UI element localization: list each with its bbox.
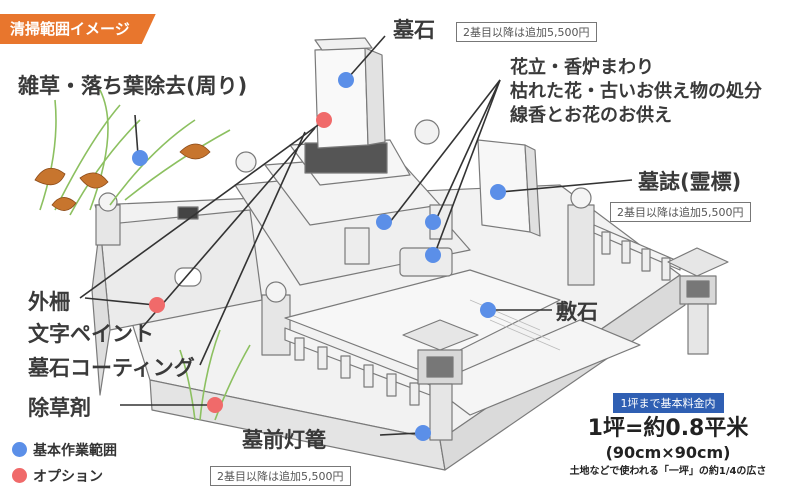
marker-epitaph bbox=[490, 184, 506, 200]
badge-lantern-price: 2基目以降は追加5,500円 bbox=[210, 466, 351, 486]
legend-basic-dot bbox=[12, 442, 27, 457]
left-wall-side bbox=[91, 224, 111, 396]
label-coating: 墓石コーティング bbox=[28, 356, 195, 380]
marker-weeds bbox=[132, 150, 148, 166]
legend-option: オプション bbox=[12, 466, 103, 486]
carved-band bbox=[304, 142, 388, 174]
legend-basic-label: 基本作業範囲 bbox=[33, 443, 117, 459]
plaque bbox=[177, 206, 199, 220]
markers bbox=[132, 72, 506, 441]
label-offering-2: 枯れた花・古いお供え物の処分 bbox=[510, 81, 762, 102]
size-sub: (90cm×90cm) bbox=[605, 443, 731, 462]
step-upper bbox=[284, 269, 561, 371]
front-balusters bbox=[294, 337, 420, 406]
label-lantern: 墓前灯篭 bbox=[242, 428, 326, 452]
size-main: 1坪=約0.8平米 bbox=[587, 416, 749, 441]
post-left-cap bbox=[98, 192, 118, 212]
marker-offering-2 bbox=[425, 214, 441, 230]
marker-offering-3 bbox=[425, 247, 441, 263]
label-epitaph: 墓誌(霊標) bbox=[638, 170, 742, 194]
size-badge: 1坪まで基本料金内 bbox=[612, 393, 724, 413]
gravestone-side bbox=[364, 47, 386, 146]
badge-gravestone-price: 2基目以降は追加5,500円 bbox=[456, 22, 597, 42]
label-offering-3: 線香とお花のお供え bbox=[510, 105, 672, 126]
lantern-right bbox=[667, 247, 729, 355]
legend-option-dot bbox=[12, 468, 27, 483]
marker-fence bbox=[149, 297, 165, 313]
post-left bbox=[95, 204, 121, 246]
label-weeds: 雑草・落ち葉除去(周り) bbox=[18, 74, 248, 98]
marker-coating bbox=[316, 112, 332, 128]
marker-herbicide bbox=[207, 397, 223, 413]
epitaph-side bbox=[524, 144, 541, 237]
marker-lantern bbox=[415, 425, 431, 441]
label-offering-1: 花立・香炉まわり bbox=[510, 57, 654, 78]
post-mid bbox=[261, 294, 291, 356]
step-lower bbox=[429, 319, 641, 416]
size-note-text: 土地などで使われる「一坪」の約1/4の広さ bbox=[569, 466, 767, 477]
right-rail bbox=[593, 224, 681, 271]
post-right-cap bbox=[570, 187, 592, 209]
grass bbox=[39, 89, 251, 421]
badge-epitaph-price: 2基目以降は追加5,500円 bbox=[610, 202, 751, 222]
header-title: 清掃範囲イメージ bbox=[0, 14, 156, 44]
marker-paving bbox=[480, 302, 496, 318]
label-paving: 敷石 bbox=[556, 300, 598, 324]
post-right bbox=[567, 204, 595, 286]
post-mid-cap bbox=[265, 281, 287, 303]
fallen-leaves bbox=[34, 143, 211, 211]
legend-basic: 基本作業範囲 bbox=[12, 440, 117, 460]
lantern-front bbox=[402, 319, 479, 441]
ornament bbox=[174, 267, 202, 287]
sphere-right bbox=[414, 119, 440, 145]
marker-offering-1 bbox=[376, 214, 392, 230]
leader-lines bbox=[79, 35, 633, 436]
label-paint: 文字ペイント bbox=[28, 322, 154, 346]
label-fence: 外柵 bbox=[28, 290, 70, 314]
flower-vase-left bbox=[344, 227, 370, 265]
label-herbicide: 除草剤 bbox=[28, 396, 91, 420]
marker-gravestone bbox=[338, 72, 354, 88]
legend-option-label: オプション bbox=[33, 469, 103, 485]
gravestone bbox=[314, 47, 369, 149]
gravestone-top bbox=[314, 37, 373, 51]
right-balusters bbox=[601, 231, 671, 281]
label-gravestone: 墓石 bbox=[393, 18, 435, 42]
sphere-left bbox=[235, 151, 257, 173]
epitaph-stone bbox=[477, 139, 531, 233]
size-info: 1坪まで基本料金内 1坪=約0.8平米 (90cm×90cm) 土地などで使われ… bbox=[548, 392, 788, 481]
